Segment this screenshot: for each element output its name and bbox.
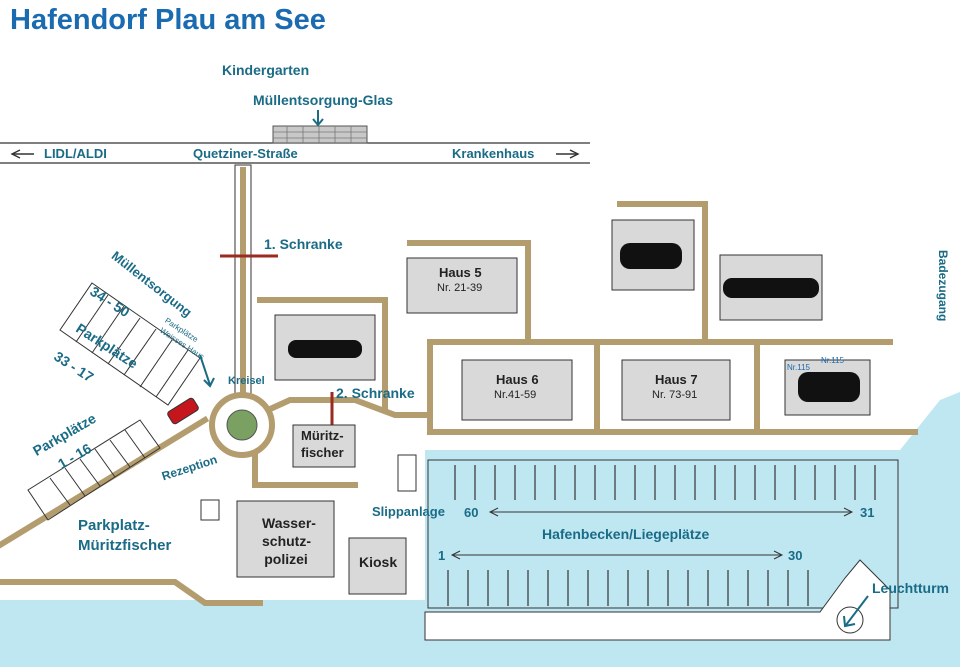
label-kiosk: Kiosk	[359, 554, 398, 570]
range-arrows	[450, 507, 854, 560]
label-nr115-b: Nr.115	[821, 356, 844, 365]
label-fisher-1: Müritz-	[301, 428, 344, 443]
label-berth-31: 31	[860, 505, 875, 520]
label-hospital: Krankenhaus	[452, 146, 535, 161]
haus6-name: Haus 6	[496, 372, 539, 387]
label-police-3: polizei	[264, 551, 308, 567]
label-glass-waste: Müllentsorgung-Glas	[253, 92, 393, 108]
lower-berths	[447, 570, 809, 606]
label-nr115-a: Nr.115	[787, 363, 810, 372]
building-small	[397, 454, 417, 492]
glass-container	[272, 125, 368, 144]
label-lidl-aldi: LIDL/ALDI	[44, 146, 107, 161]
label-harbor-basin: Hafenbecken/Liegeplätze	[542, 526, 710, 542]
street-arrows	[10, 149, 580, 159]
roundabout-center	[226, 409, 258, 441]
parking-upper	[59, 282, 201, 406]
haus5-name: Haus 5	[439, 265, 482, 280]
label-parking-fisher-1: Parkplatz-	[78, 517, 150, 534]
haus7-name: Haus 7	[655, 372, 698, 387]
haus6-number: Nr.41-59	[494, 389, 537, 401]
label-slipway: Slippanlage	[372, 504, 445, 519]
label-roundabout: Kreisel	[228, 375, 265, 387]
label-berth-30: 30	[788, 548, 803, 563]
label-barrier-1: 1. Schranke	[264, 236, 343, 252]
label-beach-access: Badezugang	[936, 250, 950, 322]
page-title: Hafendorf Plau am See	[10, 4, 326, 36]
building-wasserschutz	[236, 500, 335, 578]
building-haus7	[621, 359, 731, 421]
car-icon	[167, 397, 199, 425]
waste-arrow-icon	[199, 354, 215, 388]
label-parking-fisher-2: Müritzfischer	[78, 537, 172, 554]
building-small-2	[200, 499, 220, 521]
building-kiosk	[348, 537, 407, 595]
label-berth-60: 60	[464, 505, 479, 520]
harbor-basin	[427, 459, 899, 609]
label-lighthouse: Leuchtturm	[872, 580, 949, 596]
building-mueritzfischer	[292, 424, 356, 468]
building-haus5	[406, 257, 518, 314]
label-barrier-2: 2. Schranke	[336, 385, 415, 401]
label-berth-1: 1	[438, 548, 446, 563]
redaction-marks	[288, 243, 860, 402]
breakwater	[424, 559, 891, 641]
haus5-number: Nr. 21-39	[437, 282, 483, 294]
building-haus6	[461, 359, 573, 421]
roads	[0, 167, 918, 606]
label-fisher-2: fischer	[301, 445, 344, 460]
glass-arrow-icon	[312, 110, 324, 127]
label-kindergarten: Kindergarten	[222, 62, 310, 78]
label-police-1: Wasser-	[262, 515, 316, 531]
upper-berths	[454, 465, 876, 500]
haus7-number: Nr. 73-91	[652, 389, 698, 401]
label-street: Quetziner-Straße	[193, 146, 298, 161]
lighthouse-arrow-icon	[843, 595, 869, 628]
parking-lower	[27, 419, 161, 521]
label-police-2: schutz-	[262, 533, 311, 549]
